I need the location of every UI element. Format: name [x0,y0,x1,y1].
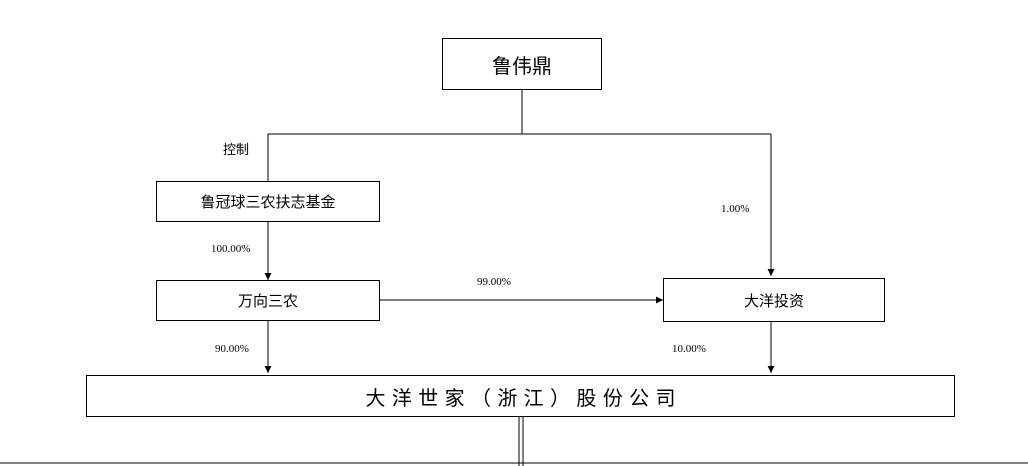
wanxiang-box: 万向三农 [156,280,380,321]
wanxiang-to-invest-pct: 99.00% [477,276,511,288]
dayang-invest-box: 大洋投资 [663,278,885,322]
founder-label: 鲁伟鼎 [492,53,552,78]
fund-box: 鲁冠球三农扶志基金 [156,181,380,222]
wanxiang-to-company-pct: 90.00% [215,343,249,355]
invest-to-company-pct: 10.00% [672,343,706,355]
founder-to-invest-pct: 1.00% [721,203,750,215]
control-label: 控制 [223,143,250,158]
founder-box: 鲁伟鼎 [442,38,602,90]
company-label: 大 洋 世 家 （ 浙 江 ） 股 份 公 司 [365,385,676,410]
company-box: 大 洋 世 家 （ 浙 江 ） 股 份 公 司 [86,375,955,417]
fund-to-wanxiang-pct: 100.00% [211,243,251,255]
dayang-invest-label: 大洋投资 [743,291,804,310]
fund-label: 鲁冠球三农扶志基金 [200,193,336,211]
wanxiang-label: 万向三农 [237,292,298,310]
